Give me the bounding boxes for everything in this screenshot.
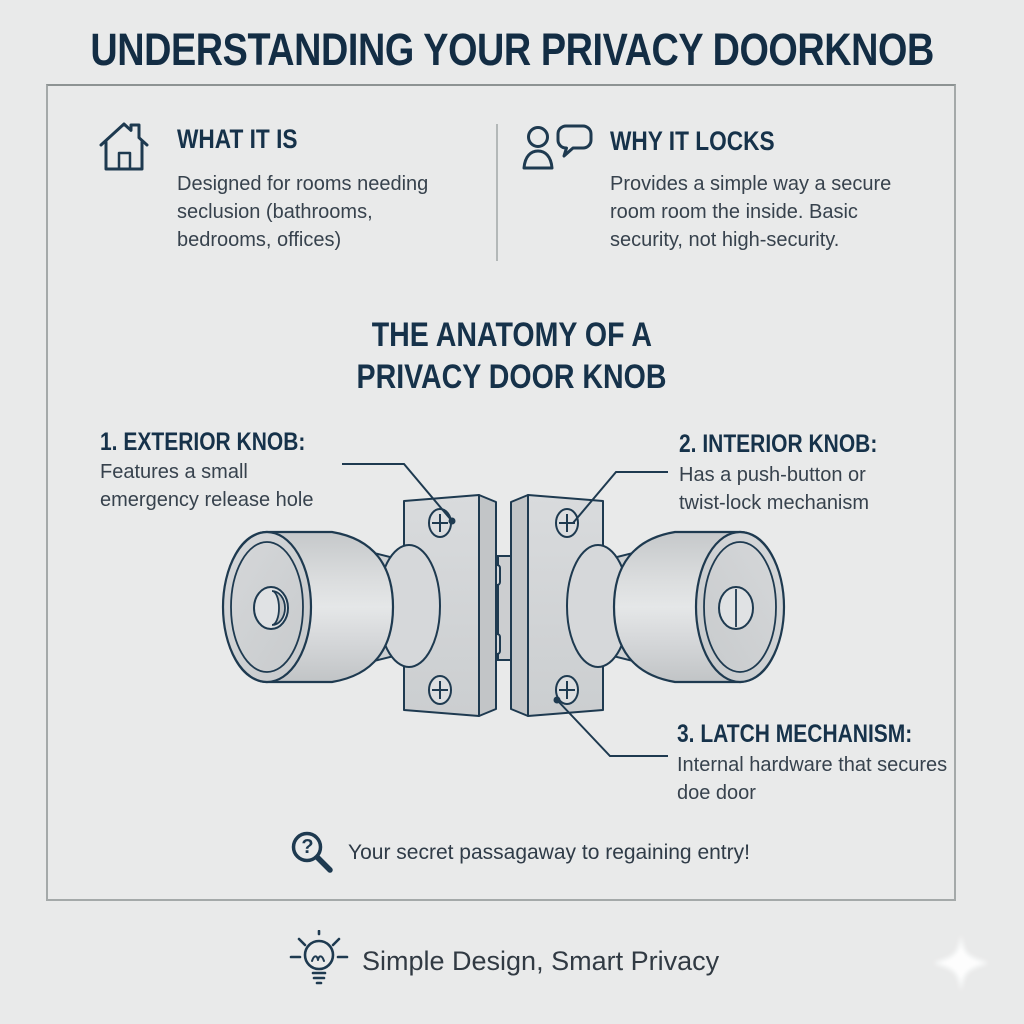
callout-interior-label: 2. INTERIOR KNOB: (679, 430, 878, 458)
lightbulb-icon (288, 930, 350, 990)
column-divider (496, 124, 498, 261)
callout-latch-description: Internal hardware that secures doe door (677, 754, 948, 804)
feature-left-heading: WHAT IT IS (177, 124, 298, 154)
magnifier-question-icon: ? (290, 830, 336, 876)
sparkle-icon (930, 932, 992, 994)
page-title-text: UNDERSTANDING YOUR PRIVACY DOORKNOB (90, 24, 934, 75)
callout-exterior-description: Features a small emergency release hole (100, 461, 314, 511)
anatomy-heading-line1: THE ANATOMY OF A (371, 316, 653, 354)
secret-note-text: Your secret passagaway to regaining entr… (348, 841, 750, 864)
person-speech-icon (521, 123, 597, 177)
callout-exterior-label: 1. EXTERIOR KNOB: (100, 428, 306, 456)
page-title: UNDERSTANDING YOUR PRIVACY DOORKNOB (0, 24, 1024, 76)
callout-latch-label: 3. LATCH MECHANISM: (677, 720, 913, 748)
magnifier-question-glyph: ? (301, 836, 314, 858)
feature-right-body: Provides a simple way a secure room room… (610, 173, 892, 251)
footer-tagline: Simple Design, Smart Privacy (362, 946, 720, 976)
content-box (46, 84, 956, 901)
anatomy-heading-line2: PRIVACY DOOR KNOB (357, 358, 667, 396)
house-icon (99, 120, 149, 172)
feature-left-body: Designed for rooms needing seclusion (ba… (177, 173, 429, 251)
callout-interior-description: Has a push-button or twist-lock mechanis… (679, 464, 870, 514)
feature-right-heading: WHY IT LOCKS (610, 126, 775, 156)
